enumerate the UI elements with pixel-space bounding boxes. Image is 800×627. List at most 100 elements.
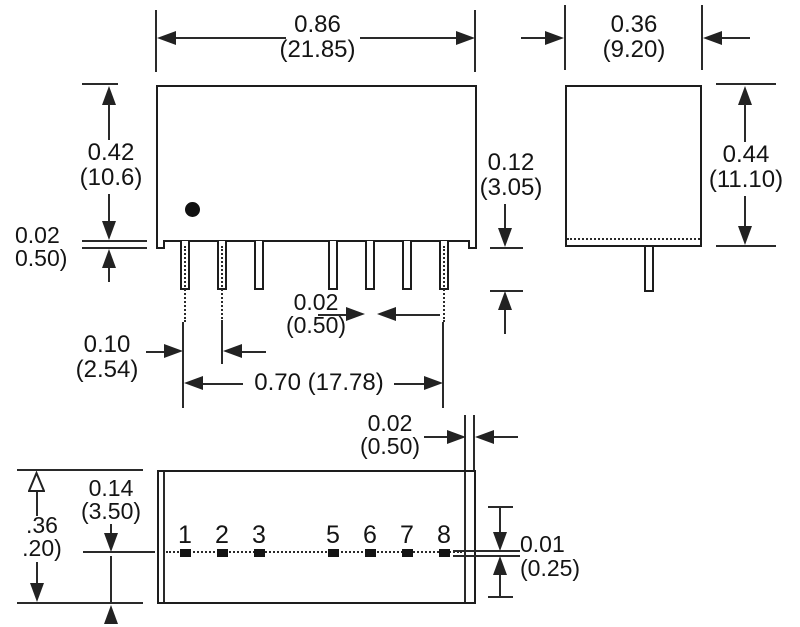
dimension-line xyxy=(146,351,164,353)
pad-2 xyxy=(217,549,228,557)
standoff-extension-line-top xyxy=(82,240,147,242)
arrowhead-down xyxy=(102,221,116,240)
pin-label-8: 8 xyxy=(437,521,451,549)
dimension-line xyxy=(318,314,346,316)
standoff-extension-line-bottom xyxy=(82,247,147,249)
arrowhead-left xyxy=(157,31,176,45)
dim-pad-thickness-inch: 0.01 xyxy=(520,531,565,557)
dim-front-width-label: 0.86 (21.85) xyxy=(240,12,395,62)
dimension-line xyxy=(722,37,750,39)
arrowhead-left xyxy=(223,344,242,358)
extension-line xyxy=(17,602,143,604)
bottom-view-right-inner-wall xyxy=(464,472,466,602)
arrowhead-up xyxy=(738,86,752,105)
front-pin-3 xyxy=(254,241,264,290)
dim-side-height-label: 0.44 (11.10) xyxy=(700,142,792,192)
arrowhead-up xyxy=(102,86,116,105)
extension-line xyxy=(17,469,143,471)
bottom-view-body xyxy=(157,470,476,604)
arrowhead-up xyxy=(498,291,512,310)
arrowhead-left xyxy=(703,31,722,45)
pin-label-3: 3 xyxy=(252,521,266,549)
pin8-extension-line xyxy=(442,322,444,408)
dim-front-height-mm: (10.6) xyxy=(79,164,143,191)
front-body-foot-left xyxy=(156,240,165,249)
pin-label-1: 1 xyxy=(178,521,192,549)
extension-line xyxy=(473,415,475,470)
dimension-line xyxy=(108,104,110,140)
extension-line xyxy=(716,245,776,247)
dim-standoff-label: 0.02 0.50) xyxy=(15,224,79,270)
pin-label-6: 6 xyxy=(363,521,377,549)
dim-pin-length-inch: 0.12 xyxy=(487,149,535,176)
extension-line xyxy=(564,5,566,70)
dim-pin-pitch-inch: 0.10 xyxy=(83,331,131,358)
dim-standoff-mm: 0.50) xyxy=(15,245,68,271)
arrowhead-down xyxy=(493,532,507,551)
side-view-pin xyxy=(644,247,654,292)
dim-side-width-inch: 0.36 xyxy=(610,11,658,38)
dimension-line xyxy=(504,204,506,229)
extension-line xyxy=(701,5,703,70)
arrowhead-right xyxy=(424,376,443,390)
arrowhead-left xyxy=(184,376,203,390)
arrowhead-up xyxy=(104,605,118,624)
side-view-standoff-line xyxy=(567,238,700,240)
dimension-line xyxy=(176,37,286,39)
dim-pin-pitch-label: 0.10 (2.54) xyxy=(70,332,144,382)
pin2-extension-line xyxy=(221,322,223,364)
pin1-extension-line xyxy=(182,322,184,408)
dim-pad-thickness-label: 0.01 (0.25) xyxy=(520,532,592,580)
dimension-line xyxy=(108,194,110,222)
dim-pin-length-label: 0.12 (3.05) xyxy=(468,150,554,200)
extension-tick xyxy=(488,596,513,598)
arrowhead-down xyxy=(104,533,118,552)
dimension-line xyxy=(521,37,545,39)
dim-pin-row-offset-label: 0.14 (3.50) xyxy=(74,477,148,523)
arrowhead-up xyxy=(493,556,507,575)
bottom-view-pin-centerline xyxy=(166,551,462,553)
centerline-extension xyxy=(83,551,155,553)
dim-front-width-mm: (21.85) xyxy=(279,36,356,63)
extension-line xyxy=(474,10,476,72)
arrowhead-down xyxy=(498,228,512,247)
pad-1 xyxy=(180,549,191,557)
dim-side-height-inch: 0.44 xyxy=(722,141,770,168)
dim-front-height-inch: 0.42 xyxy=(87,139,135,166)
dimension-line xyxy=(499,575,501,596)
dimension-line xyxy=(110,524,112,534)
pin-label-2: 2 xyxy=(215,521,229,549)
pin1-indicator-dot xyxy=(185,202,200,217)
extension-line xyxy=(155,10,157,72)
pin8-centerline xyxy=(443,246,445,322)
dimension-line xyxy=(504,310,506,334)
front-body-foot-right xyxy=(468,240,477,249)
dim-pin-pitch-mm: (2.54) xyxy=(75,356,139,383)
arrowhead-down xyxy=(30,583,44,602)
dimension-line xyxy=(36,492,38,516)
arrowhead-right xyxy=(545,31,564,45)
dimension-line xyxy=(110,556,112,602)
dimension-line xyxy=(394,383,424,385)
dim-bottom-width-mm: .20) xyxy=(22,535,62,561)
extension-tick xyxy=(490,247,523,249)
dim-pad-thickness-mm: (0.25) xyxy=(520,555,581,581)
front-view-body xyxy=(156,85,477,242)
dimension-line xyxy=(494,436,518,438)
dim-bottom-width-inch: .36 xyxy=(26,512,58,538)
pad-7 xyxy=(402,549,413,557)
pad-5 xyxy=(328,549,339,557)
open-arrowhead-up xyxy=(28,471,45,492)
dimension-line xyxy=(424,436,448,438)
dimension-line xyxy=(108,268,110,282)
dim-case-wall-inch: 0.02 xyxy=(367,410,413,436)
dim-standoff-inch: 0.02 xyxy=(15,222,60,248)
dim-pin-length-mm: (3.05) xyxy=(479,174,543,201)
dimension-line xyxy=(499,508,501,533)
pad-thickness-line-bottom xyxy=(453,555,520,557)
front-pin-6 xyxy=(365,241,375,290)
arrowhead-left xyxy=(377,307,396,321)
dimension-line xyxy=(242,351,266,353)
pin2-centerline xyxy=(221,246,223,322)
